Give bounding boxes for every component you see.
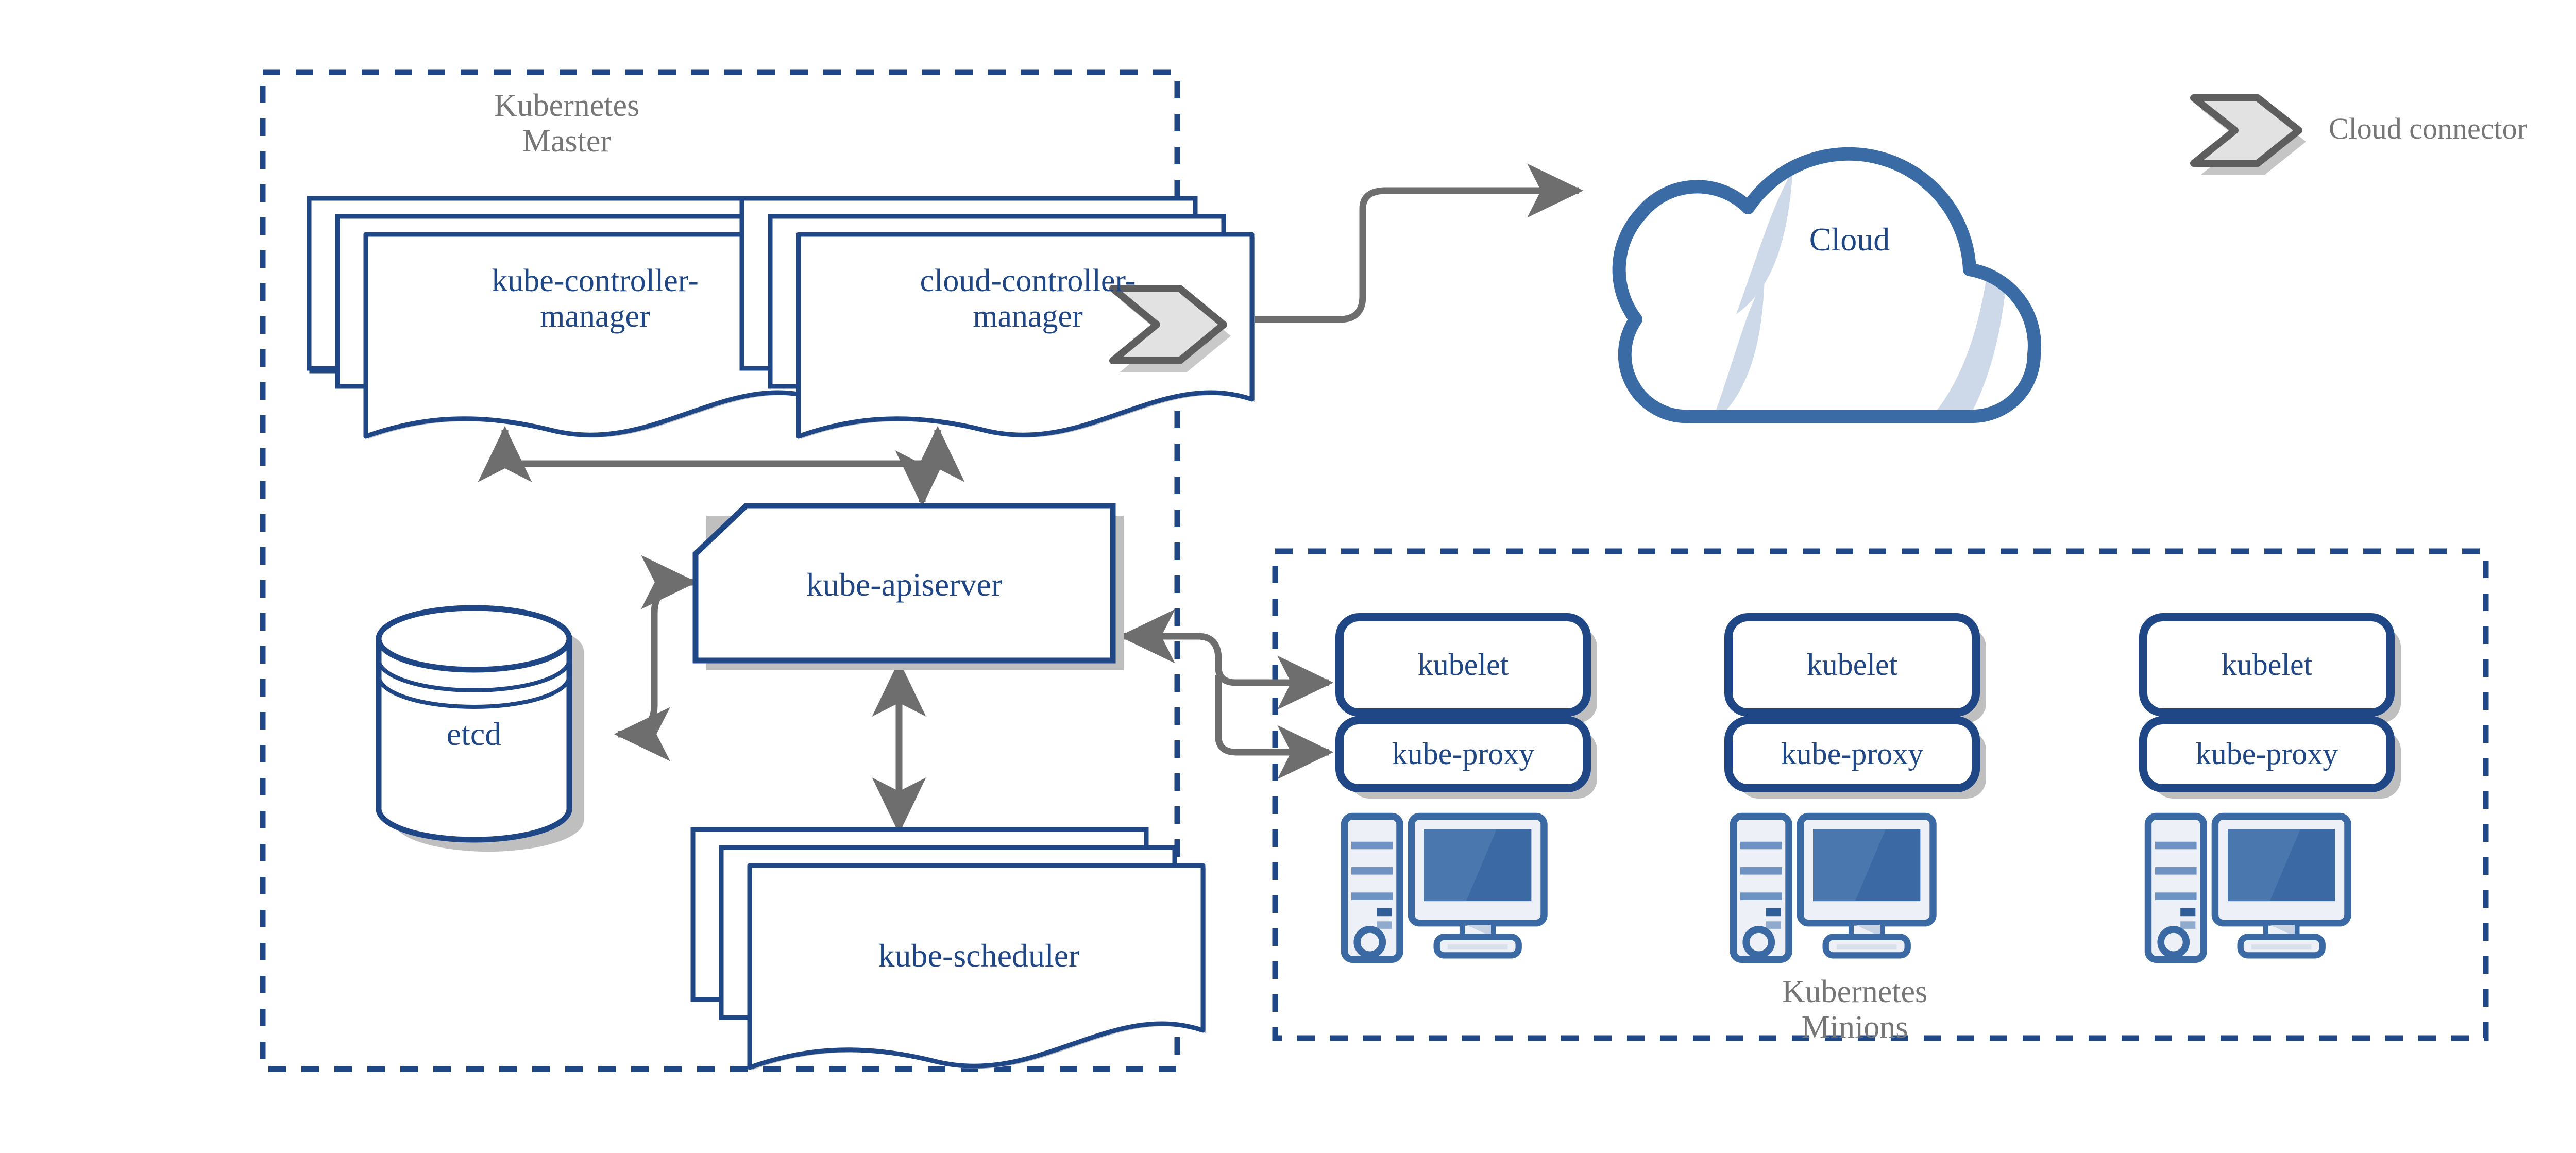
minion-node-3 (2139, 613, 2401, 959)
connector-bus-to-apiserver (895, 450, 950, 507)
minion-node-2 (1724, 613, 1986, 959)
legend-chevron-icon (2190, 94, 2306, 175)
kube-apiserver-shape (692, 503, 1124, 670)
minions-group-box (1272, 548, 2489, 1041)
connector-apiserver-kubeproxy (1215, 675, 1334, 779)
etcd-shape (376, 605, 584, 852)
cloud-connector-icon-inline (1109, 285, 1231, 372)
connector-ccm-to-cloud (1128, 163, 1584, 323)
connector-layer (478, 163, 1584, 834)
kube-scheduler-shape (693, 829, 1206, 1070)
minion-node-1 (1335, 613, 1597, 959)
kube-controller-manager-shape (309, 198, 822, 439)
connector-apiserver-kubelet (1118, 609, 1334, 710)
cloud-shape (1612, 147, 2041, 423)
connector-apiserver-etcd (614, 555, 698, 761)
